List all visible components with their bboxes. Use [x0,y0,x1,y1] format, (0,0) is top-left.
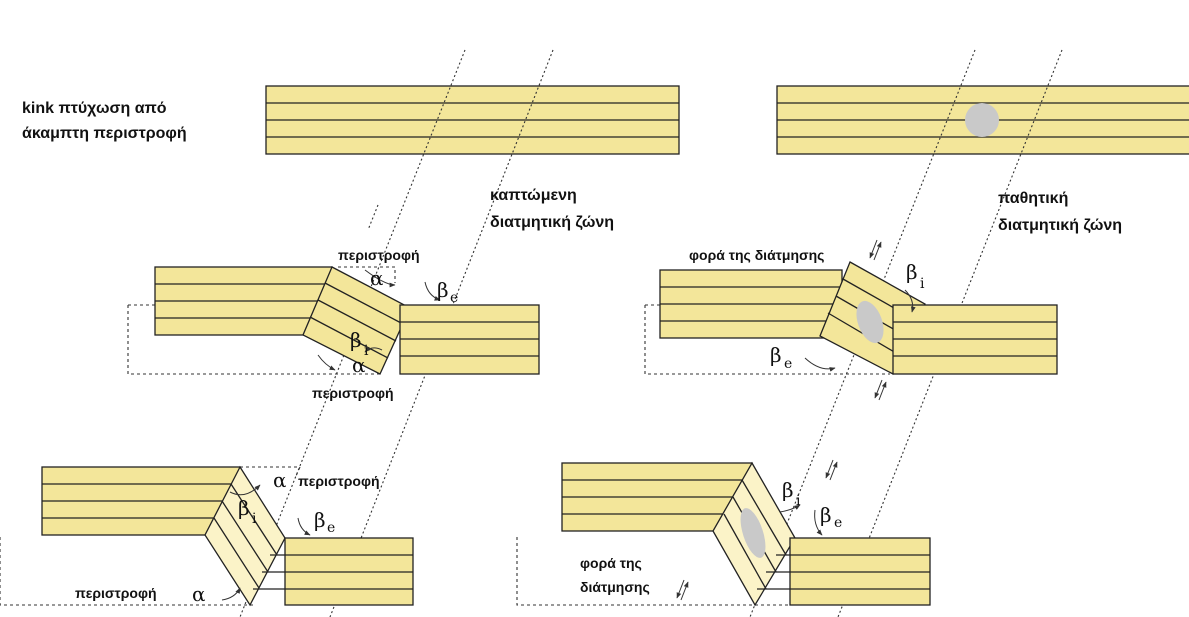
shear-sense-arrows-mid [825,459,838,481]
shear-sense-label-mid: φορά της διάτμησης [689,247,824,263]
shear-sense-label-bottom-line1: φορά της [580,555,642,571]
alpha-symbol-mid-bottom: α [352,353,366,377]
shear-sense-label-bottom-line2: διάτμησης [580,579,650,595]
beta-subscript-mid-right-e: e [784,356,792,372]
beta-subscript-bottom-right-e: e [834,515,842,531]
beta-subscript-mid-i: i [364,343,369,359]
beta-symbol-mid-i: β [350,328,362,352]
beta-symbol-mid-right-i: β [906,260,918,284]
beta-symbol-mid-e: β [437,278,449,302]
bending-zone-label-line1: καπτώμενη [490,187,577,204]
passive-zone-label-line2: διατμητική ζώνη [998,217,1122,234]
undeformed-layers-left [265,85,680,155]
middle-left-kink [127,266,540,375]
beta-symbol-bottom-right-e: β [820,503,832,527]
middle-right-kink [644,239,1058,401]
kink-title-line1: kink πτύχωση από [22,100,167,117]
beta-symbol-bottom-e: β [314,508,326,532]
beta-subscript-mid-right-i: i [920,276,925,292]
beta-subscript-mid-e: e [450,290,458,306]
beta-subscript-bottom-e: e [327,520,335,536]
rotation-label-bottom-left: περιστροφή [75,585,157,601]
strain-marker-ellipse-flattened [740,508,766,558]
beta-subscript-bottom-right-i: i [796,493,801,509]
strain-marker-circle [965,103,999,137]
strain-marker-ellipse [856,300,884,344]
rotation-label-bottom-top: περιστροφή [298,473,380,489]
bottom-right-kink [516,459,931,607]
beta-subscript-bottom-i: i [252,511,257,527]
alpha-symbol-mid-top: α [370,266,384,290]
beta-symbol-bottom-i: β [238,496,250,520]
shear-sense-arrows-upper [869,239,882,261]
beta-symbol-mid-right-e: β [770,343,782,367]
kink-title-line2: άκαμπτη περιστροφή [22,125,187,142]
alpha-symbol-bottom-left: α [192,582,206,606]
rotation-label-mid-top: περιστροφή [338,247,420,263]
bottom-left-kink [0,465,414,607]
bending-zone-label-line2: διατμητική ζώνη [490,214,614,231]
undeformed-layers-right [776,85,1189,155]
shear-sense-arrows-lower [874,379,887,401]
beta-symbol-bottom-right-i: β [782,478,794,502]
rotation-label-mid-bottom: περιστροφή [312,385,394,401]
passive-zone-label-line1: παθητική [998,190,1068,207]
alpha-symbol-bottom-top: α [273,468,287,492]
shear-sense-arrows-bottom [676,579,689,601]
